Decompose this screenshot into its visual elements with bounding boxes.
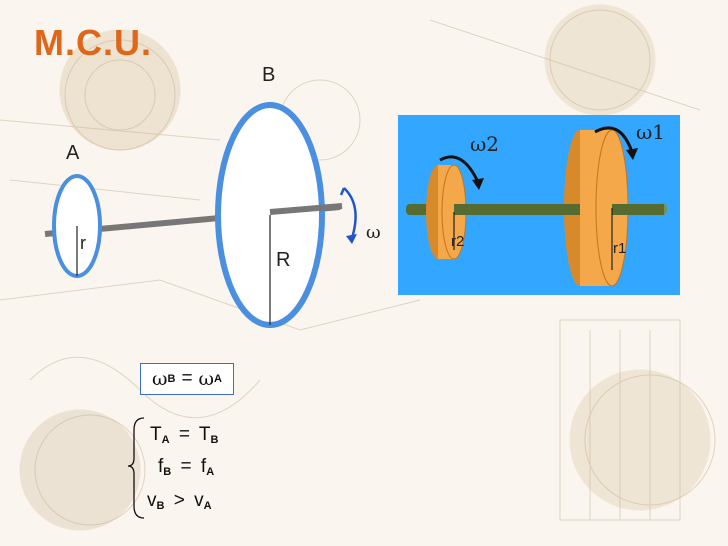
label-big-r: R	[276, 249, 291, 271]
omega-a-symbol: ω	[198, 368, 215, 390]
omega-b-subscript: B	[167, 373, 176, 385]
axle-photo	[398, 115, 680, 295]
photo-r2-label: r2	[451, 233, 465, 250]
label-small-r: r	[80, 233, 86, 253]
relation-frequency: fB = fA	[158, 456, 215, 478]
omega-a-subscript: A	[214, 373, 222, 385]
slide-title: M.C.U.	[34, 22, 152, 63]
omega-label: ω	[366, 222, 381, 243]
relation-linear-velocity: vB > vA	[147, 490, 212, 512]
label-a: A	[66, 142, 80, 164]
photo-r1-label: r1	[613, 240, 627, 257]
rotation-arrow-icon	[343, 187, 357, 239]
equals-sign: =	[181, 368, 193, 389]
shaft-front	[269, 203, 343, 215]
relation-period: TA = TB	[150, 424, 219, 446]
photo-omega2-label: ω2	[470, 132, 500, 156]
omega-b-symbol: ω	[151, 368, 168, 390]
rotation-arrowhead-icon	[346, 234, 357, 244]
label-b: B	[262, 64, 276, 86]
photo-omega1-label: ω1	[636, 120, 666, 144]
